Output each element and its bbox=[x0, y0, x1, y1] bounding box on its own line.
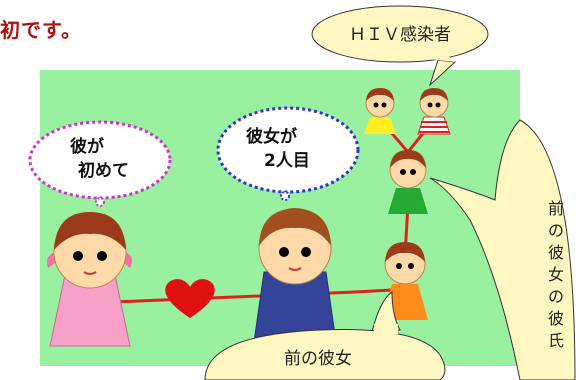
vertical-callout: 前 の 彼 女 の 彼 氏 bbox=[429, 119, 576, 380]
heart-icon bbox=[165, 279, 215, 318]
girl-thought-bubble: 彼が 初めて bbox=[28, 120, 172, 207]
boy-figure bbox=[253, 208, 337, 343]
boy-thought-bubble: 彼女が 2人目 bbox=[216, 106, 360, 201]
page-heading: 初です。 bbox=[0, 18, 82, 42]
vertical-callout-char-2: の bbox=[548, 221, 564, 240]
previous-girlfriends-boyfriend-figure bbox=[388, 150, 428, 214]
vertical-callout-char-4: 女 bbox=[548, 265, 564, 284]
bottom-callout-label: 前の彼女 bbox=[284, 349, 352, 369]
vertical-callout-char-1: 前 bbox=[548, 199, 564, 218]
boy-thought-line-1: 彼女が bbox=[246, 126, 297, 147]
girl-figure bbox=[47, 212, 132, 347]
vertical-callout-char-5: の bbox=[548, 287, 564, 306]
hiv-callout: ＨＩＶ感染者 bbox=[311, 5, 489, 87]
vertical-callout-char-7: 氏 bbox=[548, 331, 564, 350]
bottom-callout: 前の彼女 bbox=[204, 291, 446, 380]
hiv-person-left-figure bbox=[364, 88, 396, 134]
girl-thought-line-2: 初めて bbox=[78, 160, 129, 181]
boy-thought-line-2: 2人目 bbox=[264, 151, 310, 171]
vertical-callout-char-6: 彼 bbox=[548, 309, 564, 328]
hiv-person-right-figure bbox=[417, 88, 451, 135]
hiv-callout-label: ＨＩＶ感染者 bbox=[349, 25, 451, 45]
vertical-callout-char-3: 彼 bbox=[548, 243, 564, 262]
girl-thought-line-1: 彼が bbox=[70, 136, 104, 157]
